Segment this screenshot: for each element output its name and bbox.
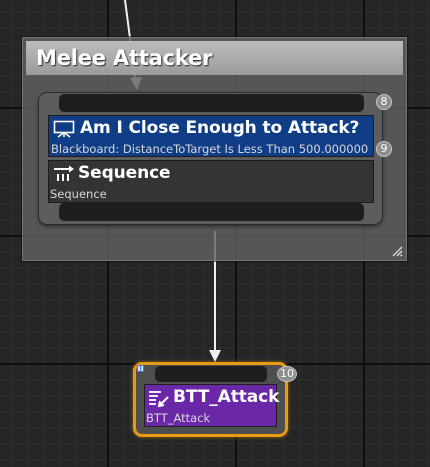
task-body[interactable]: BTT_Attack BTT_Attack	[144, 384, 280, 427]
decorator-node[interactable]: Am I Close Enough to Attack? Blackboard:…	[48, 115, 374, 157]
sequence-icon	[54, 165, 74, 181]
task-subtitle: BTT_Attack	[146, 411, 211, 425]
decorator-title: Am I Close Enough to Attack?	[80, 118, 360, 138]
task-input-pin[interactable]	[155, 366, 267, 382]
sequence-node[interactable]: Sequence Sequence	[48, 160, 374, 203]
breakpoint-marker-icon	[137, 365, 144, 372]
task-title: BTT_Attack	[173, 387, 280, 407]
decorator-subtitle: Blackboard: DistanceToTarget Is Less Tha…	[51, 142, 369, 156]
sequence-subtitle: Sequence	[50, 187, 107, 201]
task-icon	[149, 391, 169, 408]
decorator-index-badge: 9	[376, 141, 392, 157]
decorator-icon	[53, 120, 75, 138]
task-index-badge: 10	[277, 366, 297, 382]
resize-grip-icon[interactable]	[392, 246, 403, 257]
execution-index-badge: 8	[376, 94, 392, 110]
sequence-title: Sequence	[78, 163, 171, 183]
comment-title[interactable]: Melee Attacker	[26, 41, 403, 75]
input-pin[interactable]	[59, 94, 364, 112]
output-pin[interactable]	[59, 203, 364, 221]
